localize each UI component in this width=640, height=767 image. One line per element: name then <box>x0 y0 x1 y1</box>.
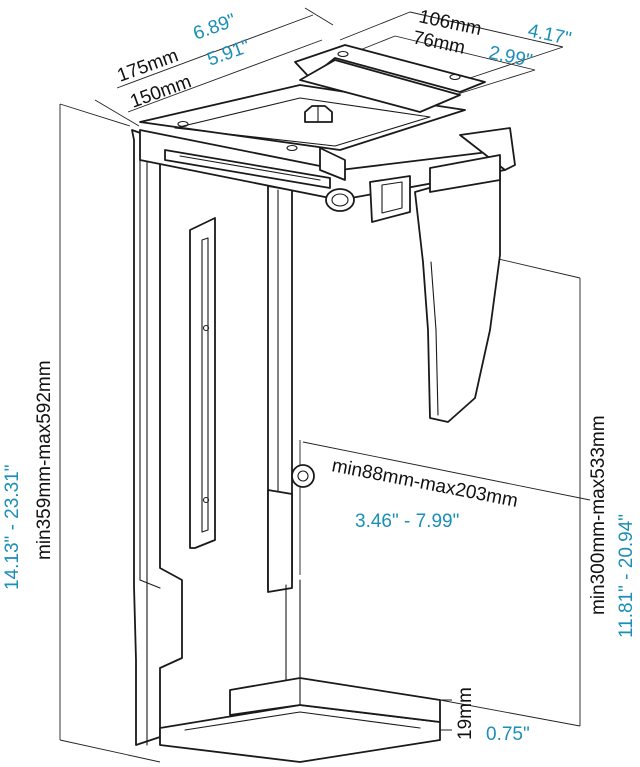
label-width-range-in: 3.46" - 7.99" <box>355 511 459 532</box>
label-top-outer-in: 6.89" <box>191 10 239 45</box>
left-side-frame <box>131 129 183 746</box>
label-bracket-outer-in: 4.17" <box>526 20 573 50</box>
label-inner-height-in: 11.81" - 20.94" <box>616 514 637 638</box>
dim-line-175 <box>116 14 314 89</box>
label-base-lip-mm: 19mm <box>455 687 476 740</box>
dim-line-150 <box>127 39 323 113</box>
dim-line-106 <box>409 11 564 48</box>
cpu-holder-drawing <box>131 44 516 763</box>
width-adjust-knob <box>291 464 315 488</box>
dimension-lines <box>59 7 591 763</box>
label-width-range-mm: min88mm-max203mm <box>330 455 520 512</box>
dim-line-76 <box>394 35 536 71</box>
label-base-lip-in: 0.75" <box>486 724 530 745</box>
label-top-inner-in: 5.91" <box>205 36 253 71</box>
front-knob <box>325 188 355 212</box>
rear-plate <box>414 167 501 423</box>
label-total-height-mm: min359mm-max592mm <box>34 360 55 560</box>
front-clamp <box>369 175 411 223</box>
label-inner-height-mm: min300mm-max533mm <box>588 415 609 615</box>
label-total-height-in: 14.13" - 23.31" <box>2 465 23 590</box>
dim-line-width-range <box>302 441 591 501</box>
label-bracket-inner-in: 2.99" <box>487 42 534 72</box>
